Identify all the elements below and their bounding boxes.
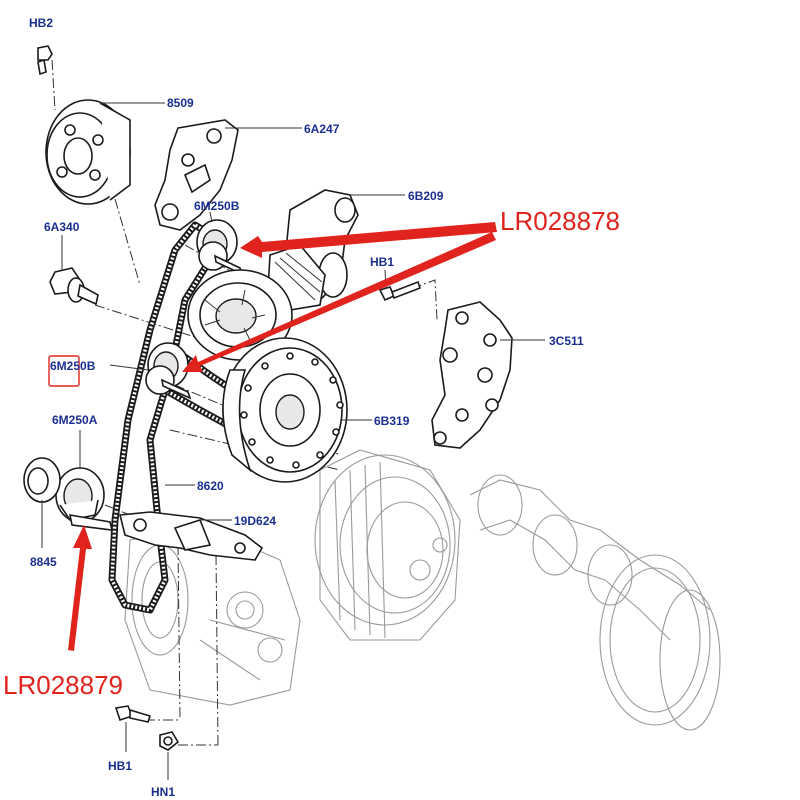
nut-hn1 [159,731,180,751]
ghost-engine-parts [124,449,721,731]
crank-pulley-6b319 [222,337,348,483]
tooth-holes [240,352,344,469]
annotations: LR028878 LR028879 [3,206,620,700]
label-6a340: 6A340 [44,220,80,234]
label-hb2: HB2 [29,16,53,30]
cap-8845 [23,457,61,503]
crankshaft-ghost [469,474,721,731]
bolt-hb2 [37,45,53,76]
idler-pulley-mid-6m250b [145,342,192,400]
red-arrows [68,222,497,651]
label-6m250b-mid: 6M250B [50,359,96,373]
drive-belt-8620 [108,221,274,614]
annotation-lr028879: LR028879 [3,670,123,700]
bolt-hb1-top [378,280,422,302]
bracket-19d624 [118,511,264,561]
highlight-box [48,355,80,387]
label-6m250b-top: 6M250B [194,199,240,213]
label-hb1-bottom: HB1 [108,759,132,773]
part-labels: HB2 8509 6A247 6M250B 6B209 6A340 HB1 3C… [29,16,584,799]
bolt-6a340 [49,267,99,306]
annotation-lr028878: LR028878 [500,206,620,236]
label-hn1: HN1 [151,785,175,799]
label-hb1-top: HB1 [370,255,394,269]
leader-lines [41,102,545,780]
label-6b209: 6B209 [408,189,444,203]
pulley-8509 [45,99,131,205]
arrow-to-mid-idler [182,232,496,372]
arrow-to-tensioner [68,525,92,651]
idler-pulley-top-6m250b [196,219,244,276]
label-6a247: 6A247 [304,122,340,136]
label-6m250a: 6M250A [52,413,98,427]
bracket-6a247 [154,119,239,231]
bracket-3c511 [431,301,513,449]
label-8620: 8620 [197,479,224,493]
label-3c511: 3C511 [549,334,584,348]
label-19d624: 19D624 [234,514,276,528]
tensioner-6m250a [55,467,114,531]
label-8509: 8509 [167,96,194,110]
compressor-ghost [124,524,301,706]
arrow-to-top-idler [240,222,497,258]
label-6b319: 6B319 [374,414,410,428]
bolt-hb1-bottom [114,705,152,723]
label-8845: 8845 [30,555,57,569]
alternator-ghost [314,449,461,641]
